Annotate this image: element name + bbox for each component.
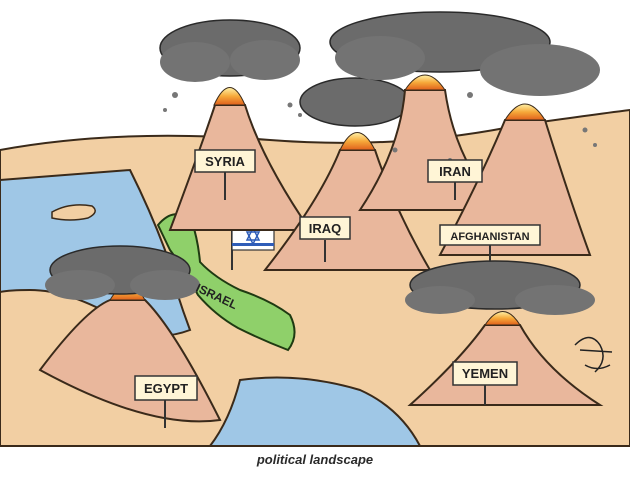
sign-iraq: IRAQ	[299, 216, 351, 262]
sign-iran: IRAN	[427, 159, 483, 200]
sign-yemen: YEMEN	[452, 361, 518, 405]
volcano-afghanistan	[438, 103, 592, 256]
israel-territory	[156, 213, 296, 352]
volcano-syria	[159, 19, 312, 231]
sign-afghanistan: AFGHANISTAN	[439, 224, 541, 262]
sign-syria: SYRIA	[194, 149, 256, 200]
cyprus-island	[51, 204, 96, 221]
sign-egypt: EGYPT	[134, 375, 198, 428]
sign-iran-label: IRAN	[439, 164, 471, 179]
sign-syria-label: SYRIA	[205, 154, 245, 169]
volcano-iraq	[262, 77, 432, 271]
flying-rocks	[163, 92, 597, 162]
caption: political landscape	[256, 452, 374, 467]
artist-signature	[574, 336, 613, 373]
sign-afghanistan-label: AFGHANISTAN	[450, 231, 529, 243]
red-sea	[207, 376, 422, 447]
sign-iraq-label: IRAQ	[309, 221, 342, 236]
sign-egypt-label: EGYPT	[144, 381, 188, 396]
star-of-david-icon	[245, 226, 261, 246]
sign-yemen-label: YEMEN	[462, 366, 508, 381]
